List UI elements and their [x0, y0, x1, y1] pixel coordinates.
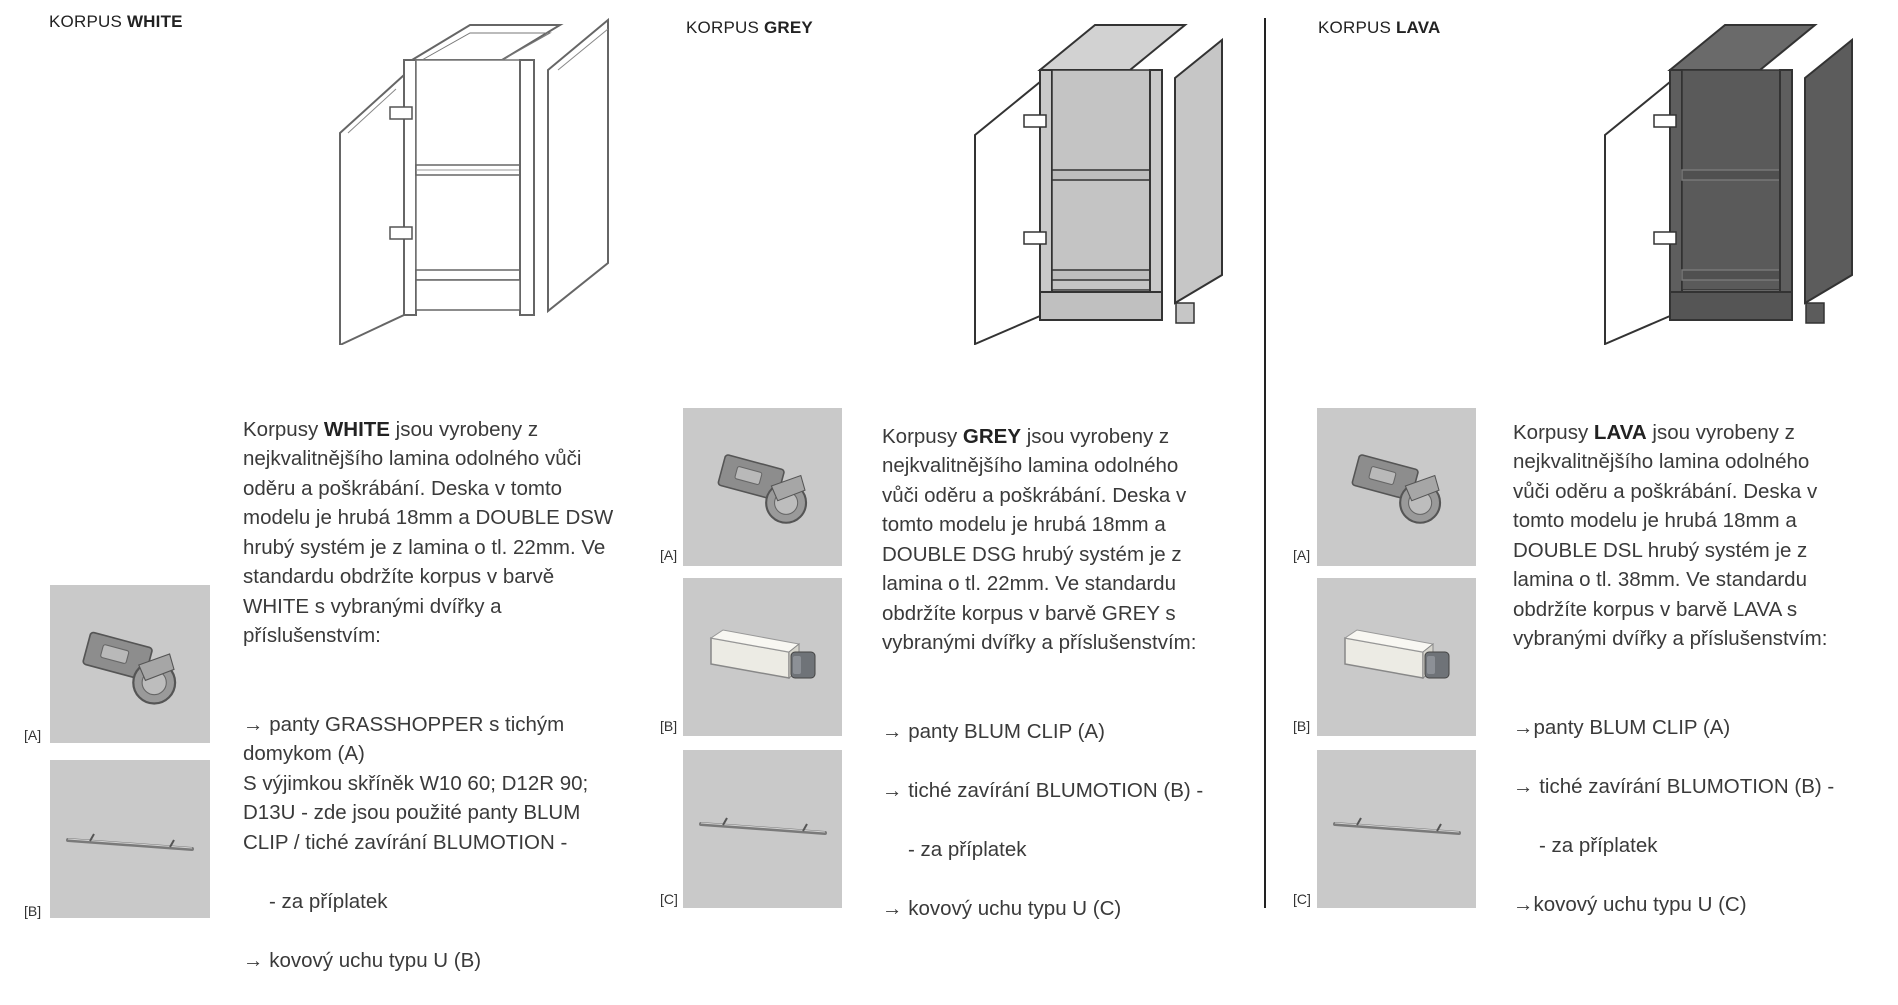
panel-divider — [1264, 18, 1266, 908]
tag: [A] — [660, 547, 678, 563]
panel-white-item-3: → kovový uchu typu U (B) — [243, 948, 482, 972]
panel-grey-title: KORPUS GREY — [686, 18, 813, 37]
hinge-icon — [81, 630, 177, 705]
panel-white-description: Korpusy WHITE jsou vyrobeny z nejkvalitn… — [243, 385, 663, 1005]
lava-hinge-image — [1317, 408, 1476, 566]
tag: [A] — [1293, 547, 1311, 563]
damper-icon — [710, 629, 816, 679]
panel-white-item-2: - za příplatek — [269, 889, 388, 913]
hinge-icon — [1350, 453, 1442, 524]
tag: [C] — [1293, 891, 1311, 907]
tag: [A] — [24, 727, 42, 743]
panel-white-item-1: → panty GRASSHOPPER s tichým domykom (A)… — [243, 712, 589, 854]
panel-grey-item-2: → tiché zavírání BLUMOTION (B) - — [882, 778, 1204, 802]
handle-icon — [66, 832, 194, 851]
panel-lava-item-1: →panty BLUM CLIP (A) — [1513, 715, 1731, 739]
panel-grey-description: Korpusy GREY jsou vyrobeny z nejkvalitně… — [882, 392, 1242, 953]
panel-lava-item-2: → tiché zavírání BLUMOTION (B) - — [1513, 774, 1835, 798]
cabinet-lava-illustration — [1590, 20, 1880, 345]
grey-damper-image — [683, 578, 842, 736]
panel-lava-item-4: →kovový uchu typu U (C) — [1513, 892, 1747, 916]
damper-icon — [1344, 629, 1450, 679]
white-handle-image — [50, 760, 210, 918]
panel-grey-item-3: - za příplatek — [908, 837, 1027, 861]
panel-grey-item-4: → kovový uchu typu U (C) — [882, 896, 1122, 920]
panel-lava-title: KORPUS LAVA — [1318, 18, 1441, 37]
panel-grey-item-1: → panty BLUM CLIP (A) — [882, 719, 1105, 743]
grey-hinge-image — [683, 408, 842, 566]
lava-handle-image — [1317, 750, 1476, 908]
white-hinge-image — [50, 585, 210, 743]
tag: [B] — [1293, 718, 1311, 734]
hinge-icon — [716, 453, 808, 524]
tag: [C] — [660, 891, 678, 907]
tag: [B] — [660, 718, 678, 734]
panel-lava-item-3: - za příplatek — [1539, 833, 1658, 857]
grey-handle-image — [683, 750, 842, 908]
cabinet-white-illustration — [330, 15, 640, 345]
cabinet-grey-illustration — [960, 20, 1250, 345]
tag: [B] — [24, 903, 42, 919]
lava-damper-image — [1317, 578, 1476, 736]
handle-icon — [699, 816, 827, 835]
panel-white-title: KORPUS WHITE — [49, 12, 183, 31]
panel-lava-description: Korpusy LAVA jsou vyrobeny z nejkvalitně… — [1513, 388, 1883, 949]
handle-icon — [1333, 816, 1461, 835]
